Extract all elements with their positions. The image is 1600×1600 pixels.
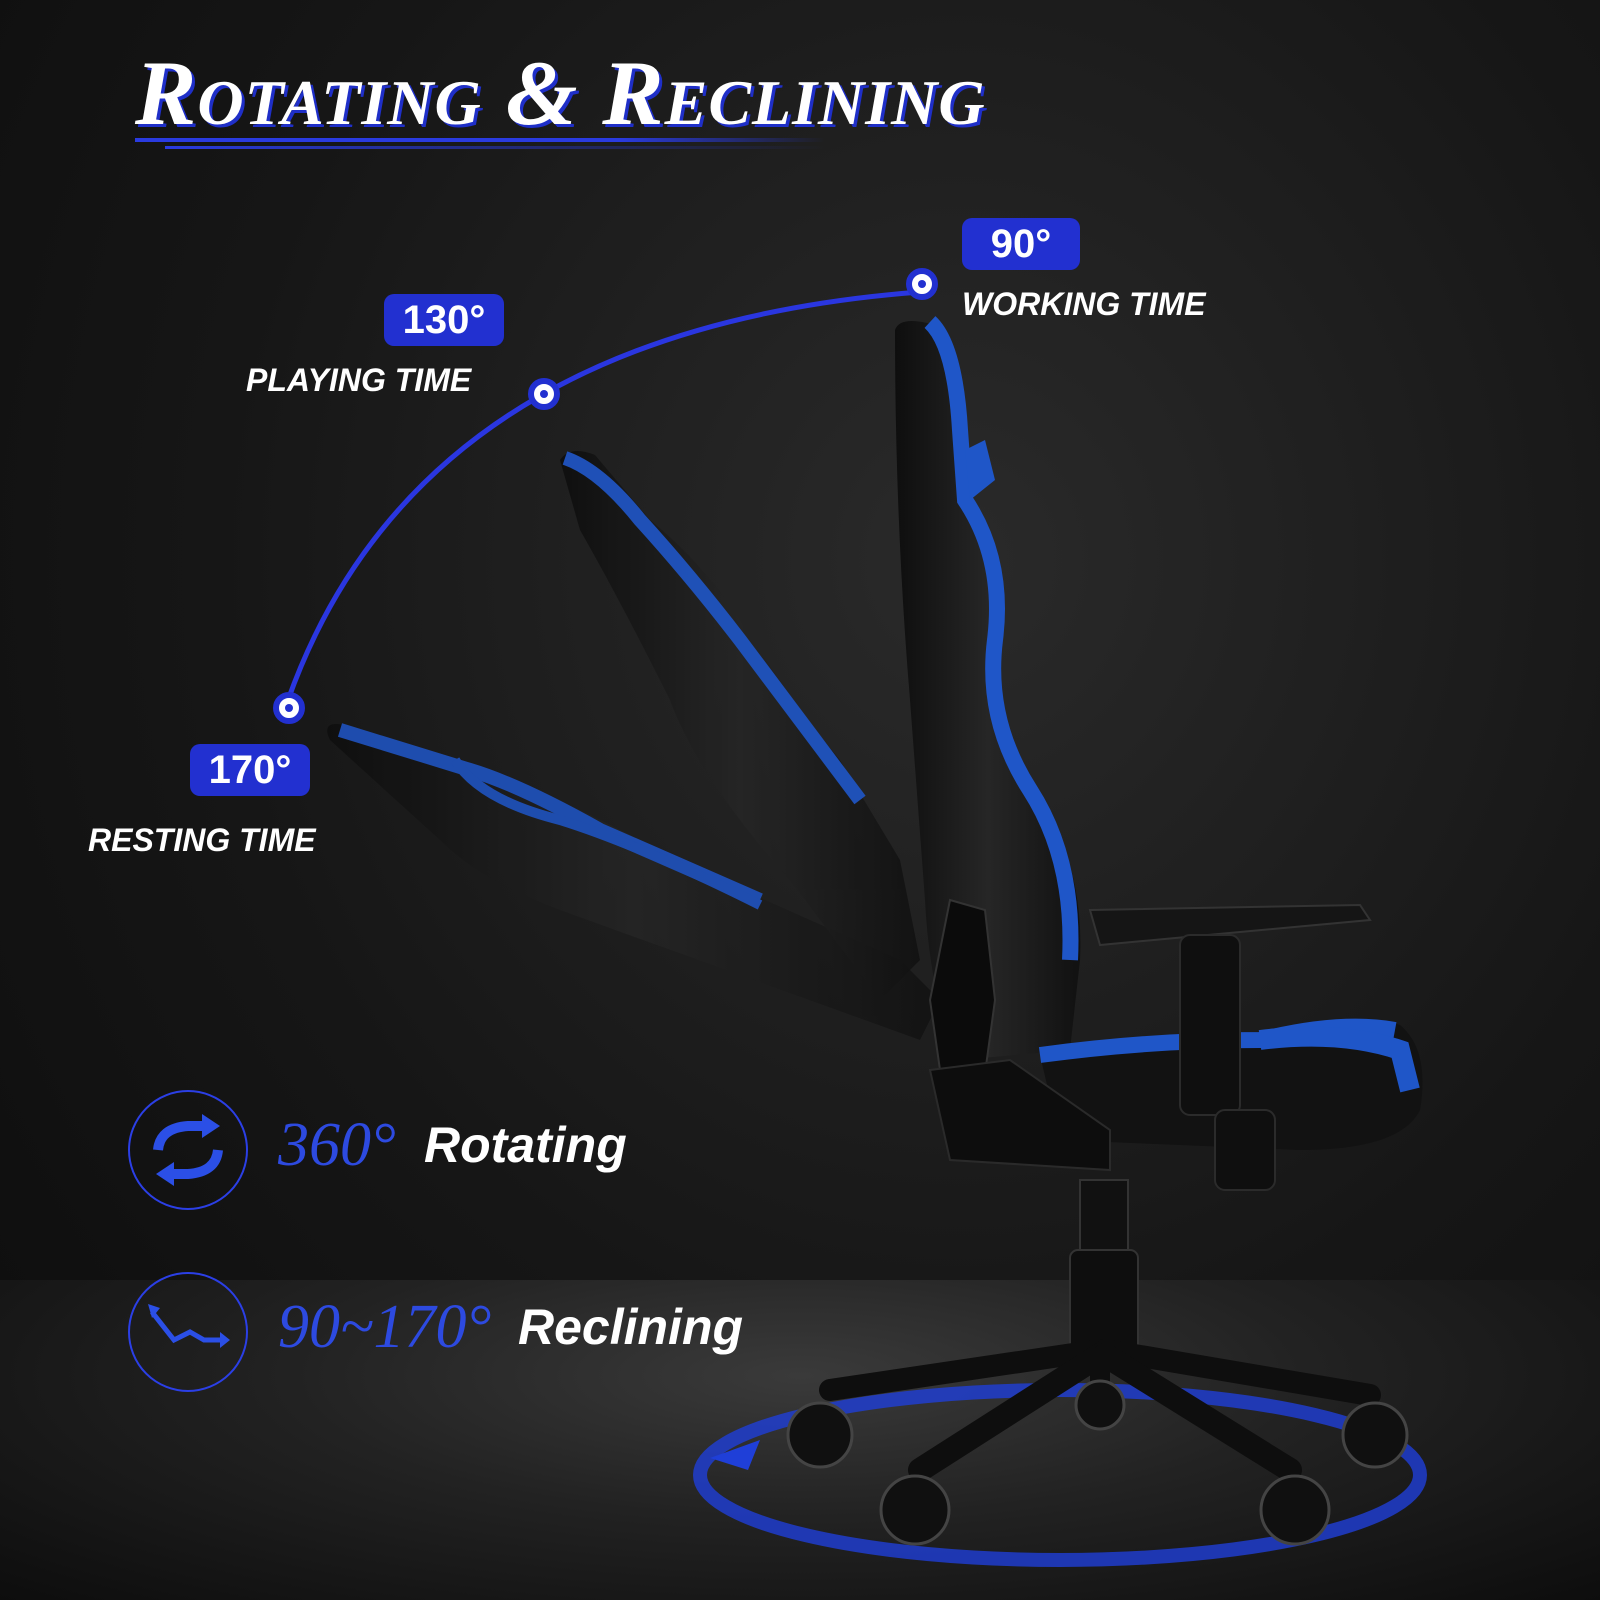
rotate-arrows-icon bbox=[128, 1090, 248, 1210]
backrest-170 bbox=[327, 723, 941, 1040]
label-working-time: WORKING TIME bbox=[962, 286, 1206, 322]
label-playing-time: PLAYING TIME bbox=[246, 362, 472, 398]
rotation-label: Rotating bbox=[424, 1117, 627, 1173]
backrest-90 bbox=[895, 316, 1081, 1060]
backrest-130 bbox=[560, 451, 920, 1000]
recline-arrow-icon bbox=[128, 1272, 248, 1392]
armrest bbox=[1088, 903, 1372, 1191]
marker-pin-170 bbox=[273, 692, 305, 724]
marker-pin-130 bbox=[528, 378, 560, 410]
badge-130: 130° bbox=[384, 294, 504, 346]
page-title: Rotating & Reclining bbox=[135, 42, 986, 144]
marker-pin-90 bbox=[906, 268, 938, 300]
recline-value: 90~170° bbox=[278, 1293, 492, 1361]
title-underline-secondary bbox=[165, 146, 825, 149]
feature-rotating: 360° Rotating bbox=[128, 1090, 928, 1210]
recline-arc bbox=[285, 289, 921, 701]
title-underline bbox=[135, 138, 825, 142]
badge-170: 170° bbox=[190, 744, 310, 796]
feature-reclining: 90~170° Reclining bbox=[128, 1272, 928, 1392]
rotation-ring-arrow bbox=[710, 1440, 760, 1470]
chair-base bbox=[786, 1179, 1409, 1546]
label-resting-time: RESTING TIME bbox=[88, 822, 316, 858]
rotation-value: 360° bbox=[278, 1111, 396, 1179]
recline-label: Reclining bbox=[518, 1299, 744, 1355]
badge-90: 90° bbox=[962, 218, 1080, 270]
